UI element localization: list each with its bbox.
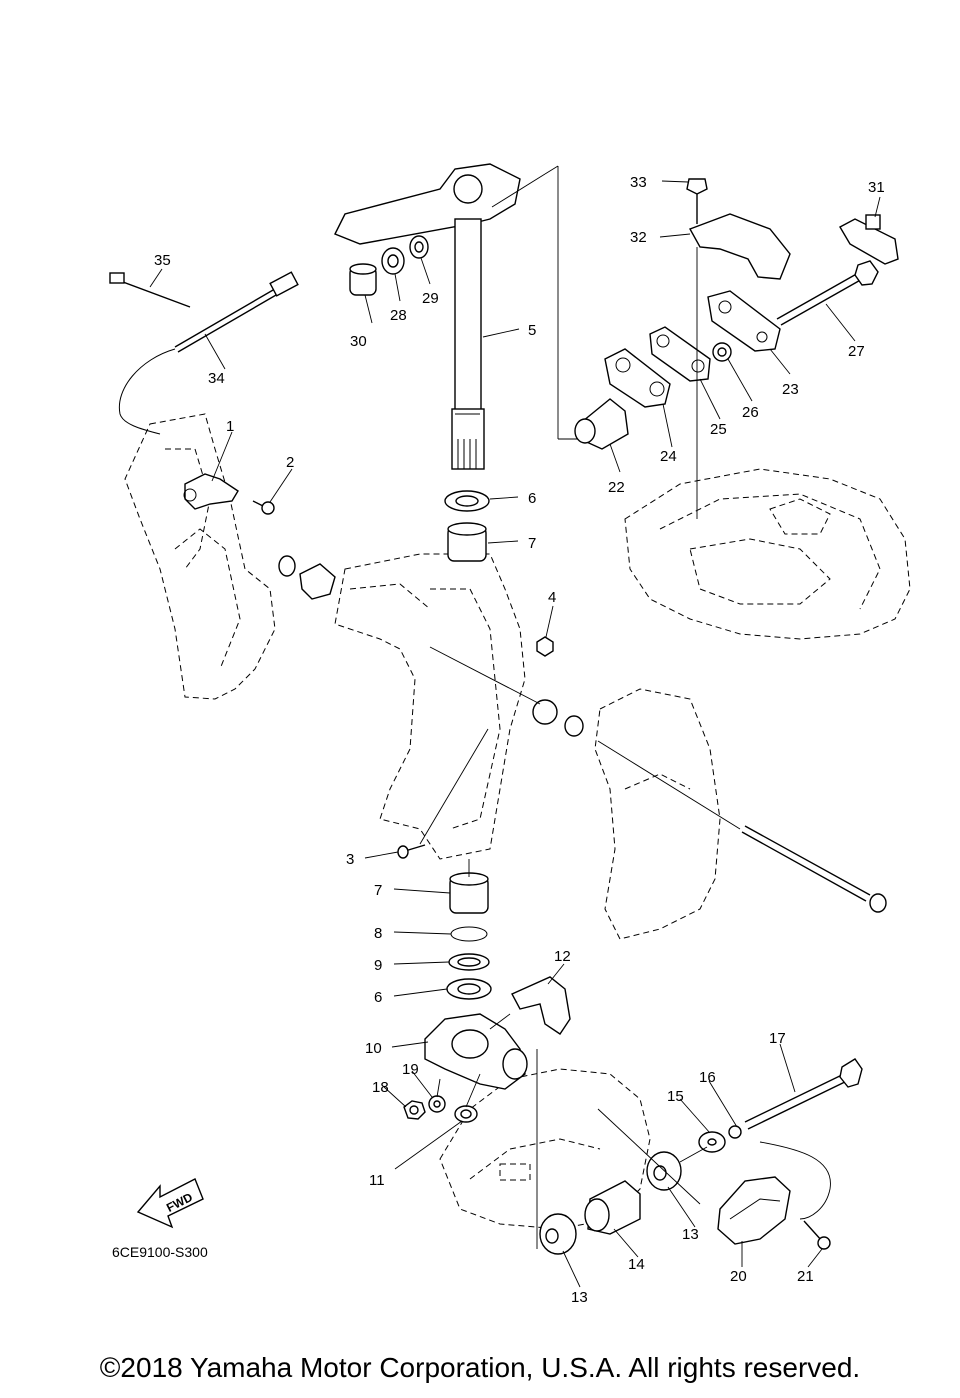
callout-19: 19 [402, 1061, 419, 1078]
copyright-notice: ©2018 Yamaha Motor Corporation, U.S.A. A… [99, 1352, 861, 1383]
callout-6b: 6 [374, 989, 382, 1006]
callout-17: 17 [769, 1030, 786, 1047]
callout-23: 23 [782, 381, 799, 398]
callout-numbers: 1 2 3 4 5 6 7 7 8 9 6 10 11 12 13 13 14 … [154, 174, 885, 1306]
callout-5: 5 [528, 322, 536, 339]
diagram-part-code: 6CE9100-S300 [112, 1244, 208, 1260]
callout-29: 29 [422, 290, 439, 307]
callout-30: 30 [350, 333, 367, 350]
callout-21: 21 [797, 1268, 814, 1285]
callout-20: 20 [730, 1268, 747, 1285]
callout-28: 28 [390, 307, 407, 324]
callout-31: 31 [868, 179, 885, 196]
callout-10: 10 [365, 1040, 382, 1057]
callout-13b: 13 [571, 1289, 588, 1306]
callout-32: 32 [630, 229, 647, 246]
callout-8: 8 [374, 925, 382, 942]
callout-22: 22 [608, 479, 625, 496]
ghost-housings [124, 413, 911, 1230]
callout-35: 35 [154, 252, 171, 269]
parts [109, 163, 899, 1255]
callout-3: 3 [346, 851, 354, 868]
callout-33: 33 [630, 174, 647, 191]
callout-25: 25 [710, 421, 727, 438]
leader-lines [419, 165, 831, 1249]
callout-18: 18 [372, 1079, 389, 1096]
callout-9: 9 [374, 957, 382, 974]
callout-4: 4 [548, 589, 556, 606]
callout-24: 24 [660, 448, 677, 465]
callout-leaders [149, 180, 881, 1288]
callout-11: 11 [369, 1172, 385, 1189]
callout-6: 6 [528, 490, 536, 507]
callout-7b: 7 [374, 882, 382, 899]
callout-34: 34 [208, 370, 225, 387]
callout-27: 27 [848, 343, 865, 360]
callout-16: 16 [699, 1069, 716, 1086]
callout-14: 14 [628, 1256, 645, 1273]
callout-13: 13 [682, 1226, 699, 1243]
callout-15: 15 [667, 1088, 684, 1105]
callout-1: 1 [226, 418, 234, 435]
callout-7: 7 [528, 535, 536, 552]
callout-12: 12 [554, 948, 571, 965]
callout-26: 26 [742, 404, 759, 421]
callout-2: 2 [286, 454, 294, 471]
